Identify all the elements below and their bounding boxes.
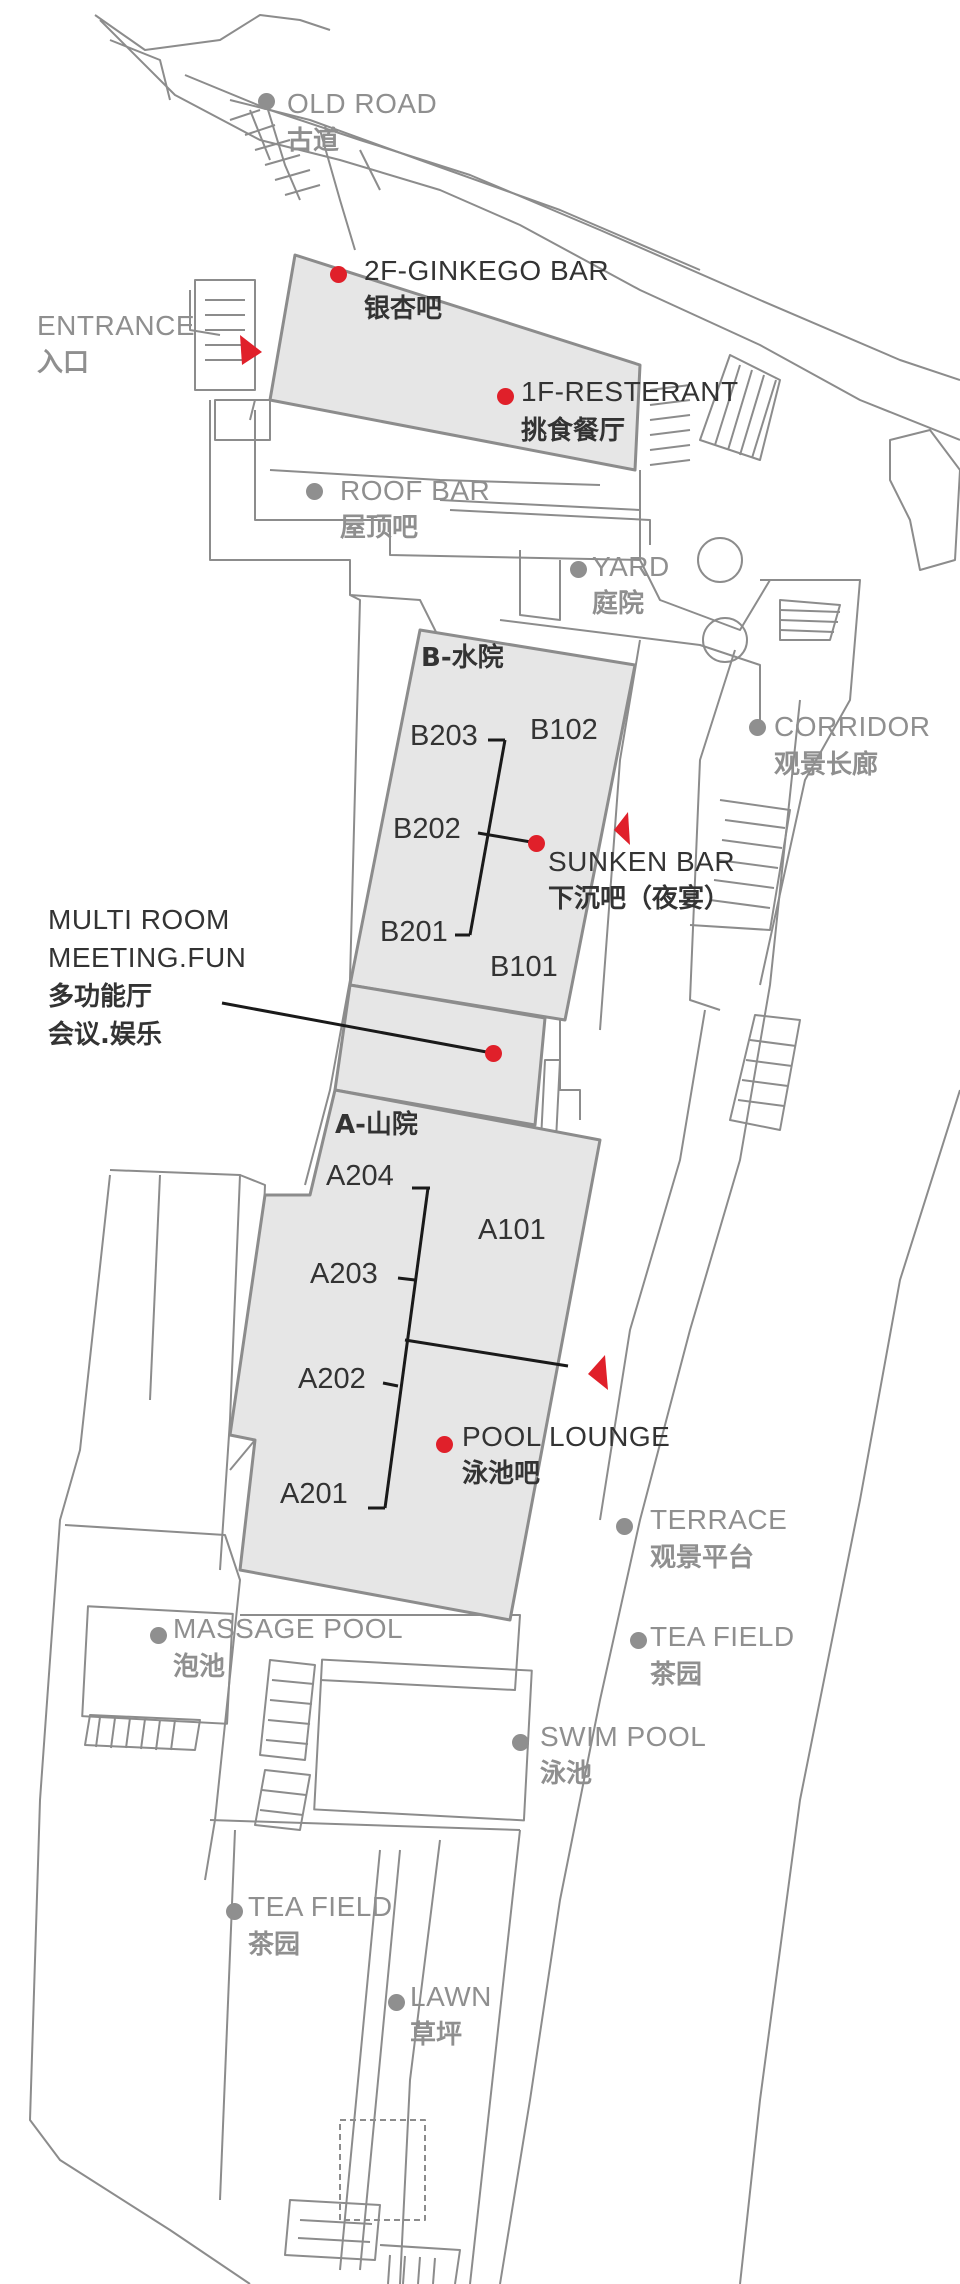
room-b101: B101 (490, 951, 558, 983)
swim-pool-label-zh: 泳池 (540, 1759, 593, 1789)
corridor-label-en: CORRIDOR (774, 711, 931, 742)
room-b203: B203 (410, 720, 478, 752)
tea-field-east-label-zh: 茶园 (650, 1660, 703, 1690)
lawn-marker (388, 1994, 405, 2011)
room-a201: A201 (280, 1478, 348, 1510)
block-b (348, 628, 637, 1022)
room-b201: B201 (380, 916, 448, 948)
swim-pool-label-en: SWIM POOL (540, 1721, 707, 1752)
ginkgo-bar-marker (330, 266, 347, 283)
restaurant-marker (497, 388, 514, 405)
roof-bar-label-zh: 屋顶吧 (340, 513, 419, 543)
massage-pool-label-en: MASSAGE POOL (173, 1613, 404, 1644)
tea-field-east-label-en: TEA FIELD (650, 1621, 795, 1652)
sunken-bar-marker (528, 835, 545, 852)
multi-room-marker (485, 1045, 502, 1062)
corridor-stairs (709, 819, 786, 909)
multi-room-label-zh2: 会议.娱乐 (48, 1020, 162, 1050)
old-road-label-zh: 古道 (287, 126, 340, 156)
leader-lines (221, 738, 569, 1510)
roof-bar-label-en: ROOF BAR (340, 475, 491, 506)
block-a (228, 1088, 602, 1622)
direction-arrows (240, 335, 630, 1390)
old-road-stairs (229, 109, 321, 196)
restaurant-label-zh: 挑食餐厅 (521, 416, 626, 446)
lawn-label-en: LAWN (410, 1981, 492, 2012)
roof-bar-marker (306, 483, 323, 500)
multi-room-label-en2: MEETING.FUN (48, 942, 247, 973)
room-b202: B202 (393, 813, 461, 845)
restaurant-label-en: 1F-RESTERANT (521, 376, 739, 407)
entrance-label-en: ENTRANCE (37, 310, 196, 341)
corridor-label-zh: 观景长廊 (774, 750, 879, 780)
old-road-label-en: OLD ROAD (287, 88, 438, 119)
restaurant-stairs (649, 384, 691, 466)
room-a202: A202 (298, 1363, 366, 1395)
massage-pool-marker (150, 1627, 167, 1644)
ginkgo-bar-block (268, 253, 642, 472)
pool-arrow (588, 1355, 608, 1390)
pool-lounge-marker (436, 1436, 453, 1453)
multi-room-label-en1: MULTI ROOM (48, 904, 230, 935)
entrance-label-zh: 入口 (37, 348, 90, 378)
terrace-label-en: TERRACE (650, 1504, 788, 1535)
terrace-label-zh: 观景平台 (650, 1543, 755, 1573)
yard-label-en: YARD (592, 551, 670, 582)
yard-label-zh: 庭院 (592, 589, 645, 619)
room-b102: B102 (530, 714, 598, 746)
old-road-marker (258, 93, 275, 110)
site-outlines (29, 14, 960, 2284)
room-a204: A204 (326, 1160, 394, 1192)
room-a101: A101 (478, 1214, 546, 1246)
multi-room-block (333, 983, 547, 1127)
ginkgo-bar-label-zh: 银杏吧 (364, 294, 443, 324)
multi-room-label-zh1: 多功能厅 (48, 982, 153, 1012)
block-b-name: B-水院 (421, 643, 504, 673)
tea-field-west-label-en: TEA FIELD (248, 1891, 393, 1922)
yard-marker (570, 561, 587, 578)
pool-lounge-label-zh: 泳池吧 (462, 1459, 541, 1489)
pool-lounge-label-en: POOL LOUNGE (462, 1421, 671, 1452)
room-a203: A203 (310, 1258, 378, 1290)
sunken-bar-label-zh: 下沉吧（夜宴） (548, 884, 731, 914)
sunken-bar-arrow (614, 812, 630, 845)
massage-pool-label-zh: 泡池 (173, 1652, 226, 1682)
tea-field-west-label-zh: 茶园 (248, 1930, 301, 1960)
terrace-marker (616, 1518, 633, 1535)
corridor-marker (749, 719, 766, 736)
entrance-arrow (240, 335, 262, 365)
building-blocks (228, 253, 642, 1622)
block-a-name: A-山院 (335, 1110, 418, 1140)
swim-pool-marker (512, 1734, 529, 1751)
sunken-bar-label-en: SUNKEN BAR (548, 846, 736, 877)
lawn-label-zh: 草坪 (410, 2020, 463, 2050)
ginkgo-bar-label-en: 2F-GINKEGO BAR (364, 255, 610, 286)
tea-field-east-marker (630, 1632, 647, 1649)
tea-field-west-marker (226, 1903, 243, 1920)
